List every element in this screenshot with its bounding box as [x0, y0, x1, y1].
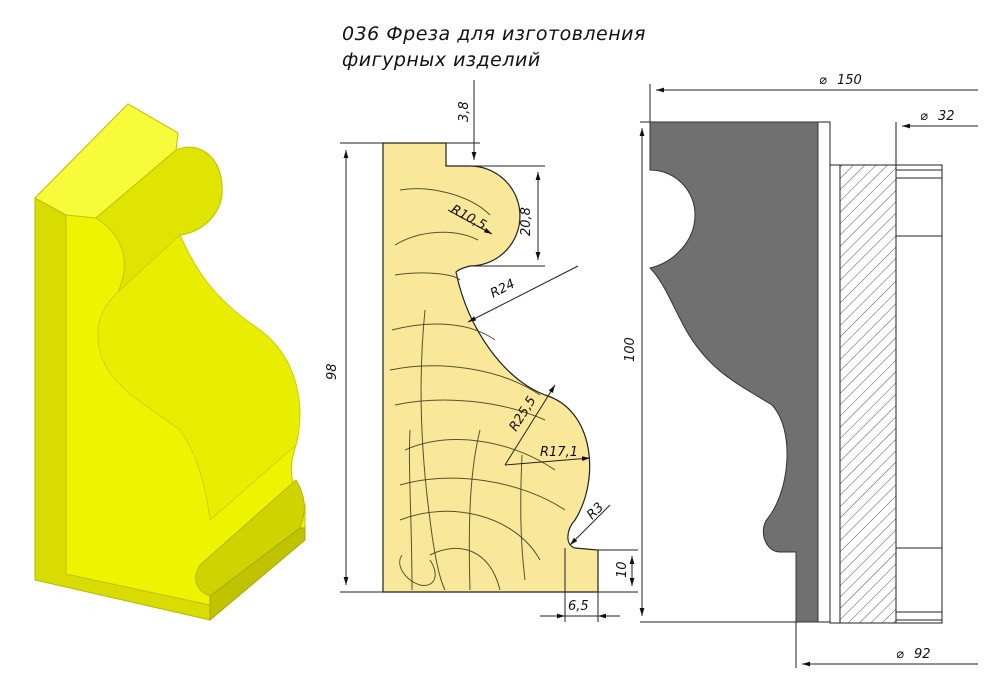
diameter-symbol-150: ⌀ — [819, 73, 827, 88]
dim-r3: R3 — [584, 500, 607, 523]
dim-r17-1: R17,1 — [540, 445, 578, 460]
cutter-body — [649, 121, 819, 623]
title-line-1: 036 Фреза для изготовления — [342, 23, 646, 45]
molding-s-curve — [97, 234, 301, 521]
profile-section: 98 3,8 20,8 R10,5 R24 R25,5 R17,1 R3 10 — [325, 80, 638, 622]
molding-3d-view — [34, 103, 306, 622]
profile-shape — [382, 142, 599, 593]
molding-upper-cove — [95, 146, 223, 293]
diameter-symbol-32: ⌀ — [920, 109, 928, 124]
dim-d150: 150 — [837, 73, 862, 88]
dim-100: 100 — [623, 337, 638, 362]
title-line-2: фигурных изделий — [342, 49, 541, 71]
cutter-section: 100 ⌀ 150 ⌀ 32 ⌀ 92 — [623, 73, 978, 668]
dim-d32: 32 — [938, 109, 955, 124]
dim-3-8: 3,8 — [457, 101, 472, 122]
dim-r24: R24 — [488, 277, 518, 302]
dim-98: 98 — [325, 363, 340, 380]
dim-10: 10 — [615, 561, 630, 578]
dim-6-5: 6,5 — [568, 599, 589, 614]
dim-d92: 92 — [914, 647, 931, 662]
diameter-symbol-92: ⌀ — [896, 647, 904, 662]
dim-20-8: 20,8 — [519, 207, 534, 236]
